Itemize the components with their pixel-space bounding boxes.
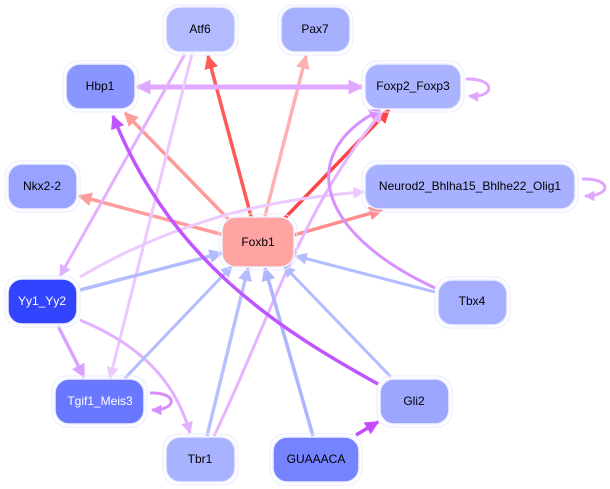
edge-tgif1-foxb1: [123, 264, 234, 380]
edge-gli2-hbp1: [111, 114, 379, 386]
node-label: Pax7: [301, 22, 329, 36]
node-yy1-yy2[interactable]: Yy1_Yy2: [4, 275, 81, 328]
node-label: Yy1_Yy2: [18, 294, 66, 308]
edges-layer: [56, 53, 607, 437]
node-pax7[interactable]: Pax7: [277, 4, 354, 56]
node-label: Hbp1: [86, 79, 115, 93]
edge-yy1-tgif1: [56, 325, 86, 379]
node-label: Tbx4: [459, 294, 486, 308]
edge-yy1-tbr1: [79, 318, 193, 435]
edge-atf6-yy1: [58, 53, 187, 278]
node-nkx2-2[interactable]: Nkx2-2: [4, 160, 81, 213]
edge-guaaaca-foxb1: [261, 266, 315, 437]
edge-tbr1-foxb1: [205, 266, 252, 437]
node-guaaaca[interactable]: GUAAACA: [269, 433, 363, 486]
edge-foxb1-pax7: [262, 54, 310, 221]
node-label: Neurod2_Bhlha15_Bhlhe22_Olig1: [379, 179, 561, 193]
node-neurod2-bhlha15-bhlhe22-olig1[interactable]: Neurod2_Bhlha15_Bhlhe22_Olig1: [361, 160, 579, 213]
node-label: Tbr1: [188, 452, 213, 466]
edge-gli2-foxb1: [282, 264, 393, 379]
node-label: Foxp2_Foxp3: [376, 79, 450, 93]
nodes-layer: Foxb1 Atf6 Pax7 Hbp1 Foxp2_Foxp3: [4, 4, 579, 486]
edge-foxb1-neurod2: [293, 206, 384, 237]
node-tbr1[interactable]: Tbr1: [162, 433, 239, 486]
edge-self-foxp2: [465, 77, 491, 102]
edge-self-tgif1: [149, 391, 173, 416]
edge-tbx4-foxp2: [327, 108, 436, 290]
node-label: GUAAACA: [287, 452, 346, 466]
edge-yy1-neurod2: [79, 186, 366, 279]
node-tbx4[interactable]: Tbx4: [434, 276, 511, 329]
node-gli2[interactable]: Gli2: [376, 375, 453, 428]
node-label: Gli2: [403, 394, 425, 408]
node-foxp2-foxp3[interactable]: Foxp2_Foxp3: [361, 60, 465, 113]
edge-atf6-tgif1: [106, 53, 194, 380]
node-label: Tgif1_Meis3: [67, 394, 133, 408]
node-foxb1[interactable]: Foxb1: [218, 213, 298, 271]
node-label: Atf6: [189, 22, 211, 36]
node-atf6[interactable]: Atf6: [162, 4, 239, 56]
edge-yy1-foxb1: [79, 249, 224, 292]
edge-foxb1-foxp2: [281, 108, 391, 222]
node-hbp1[interactable]: Hbp1: [62, 60, 139, 113]
node-label: Foxb1: [241, 235, 275, 249]
node-tgif1-meis3[interactable]: Tgif1_Meis3: [51, 375, 148, 428]
edge-guaaaca-gli2: [355, 420, 380, 437]
edge-self-neurod2: [581, 177, 607, 202]
node-label: Nkx2-2: [23, 179, 61, 193]
edge-foxb1-atf6: [204, 54, 254, 221]
edge-tbx4-foxb1: [294, 252, 436, 294]
